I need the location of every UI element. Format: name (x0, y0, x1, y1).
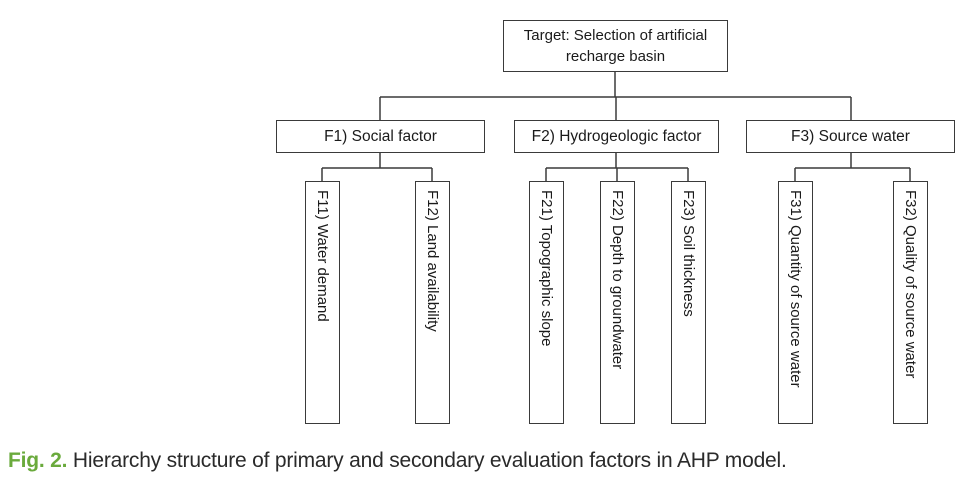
factor-node-source-water: F3) Source water (746, 120, 955, 153)
figure-number: Fig. 2. (8, 449, 68, 472)
subfactor-node-soil-thickness: F23) Soil thickness (671, 181, 706, 424)
factor-node-hydrogeologic: F2) Hydrogeologic factor (514, 120, 719, 153)
subfactor-label: F23) Soil thickness (680, 190, 697, 317)
subfactor-node-topographic-slope: F21) Topographic slope (529, 181, 564, 424)
factor-label: F1) Social factor (324, 127, 437, 145)
subfactor-label: F11) Water demand (314, 190, 331, 322)
subfactor-node-quantity-of-source-water: F31) Quantity of source water (778, 181, 813, 424)
subfactor-label: F31) Quantity of source water (787, 190, 804, 388)
target-label: Target: Selection of artificial recharge… (523, 27, 708, 65)
factor-node-social: F1) Social factor (276, 120, 485, 153)
factor-label: F2) Hydrogeologic factor (531, 127, 702, 145)
target-node: Target: Selection of artificial recharge… (503, 20, 728, 72)
factor-label: F3) Source water (791, 127, 910, 145)
subfactor-node-depth-to-groundwater: F22) Depth to groundwater (600, 181, 635, 424)
subfactor-label: F21) Topographic slope (538, 190, 555, 347)
subfactor-node-water-demand: F11) Water demand (305, 181, 340, 424)
subfactor-label: F32) Quality of source water (902, 190, 919, 379)
subfactor-node-land-availability: F12) Land availability (415, 181, 450, 424)
figure-caption: Fig. 2. Hierarchy structure of primary a… (8, 449, 787, 473)
subfactor-label: F22) Depth to groundwater (609, 190, 626, 370)
caption-text: Hierarchy structure of primary and secon… (67, 449, 787, 472)
subfactor-node-quality-of-source-water: F32) Quality of source water (893, 181, 928, 424)
subfactor-label: F12) Land availability (424, 190, 441, 332)
